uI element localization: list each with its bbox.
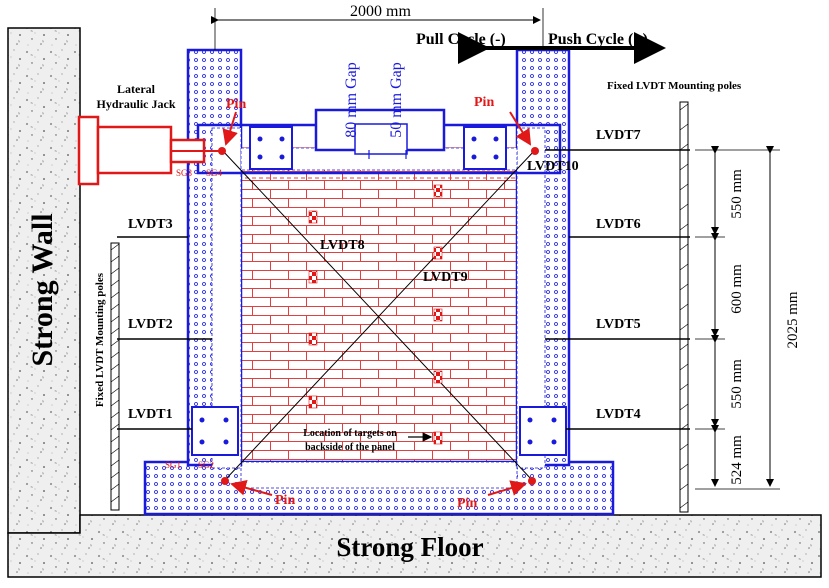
target-4 — [308, 395, 318, 409]
pin-pointer-top-left — [222, 111, 238, 146]
bottom-left-plate — [191, 406, 239, 456]
target-3 — [308, 332, 318, 346]
right-pole-hatch — [679, 103, 689, 509]
lvdt8-label: LVDT8 — [320, 238, 365, 253]
dim-550-bottom-label: 550 mm — [729, 359, 745, 409]
lvdt9-label: LVDT9 — [423, 270, 468, 285]
pull-cycle-label: Pull Cycle (-) — [416, 31, 506, 48]
target-6 — [433, 246, 443, 260]
dim-524-label: 524 mm — [729, 435, 745, 485]
fixed-poles-right-label: Fixed LVDT Mounting poles — [607, 80, 742, 92]
dim-550-top-label: 550 mm — [729, 169, 745, 219]
sg3-label: SG3 — [176, 168, 193, 178]
pin-label-top-left: Pin — [226, 97, 246, 112]
fixed-poles-left-label: Fixed LVDT Mounting poles — [94, 272, 106, 407]
gap-slot — [354, 123, 408, 155]
left-pole-hatch — [110, 243, 120, 503]
target-7 — [433, 308, 443, 322]
pin-top-left — [218, 147, 226, 155]
lvdt6-label: LVDT6 — [596, 217, 641, 232]
jack-label-line2: Hydraulic Jack — [96, 97, 175, 111]
lvdt4-label: LVDT4 — [596, 407, 641, 422]
lvdt5-label: LVDT5 — [596, 317, 641, 332]
strong-wall — [7, 27, 81, 534]
targets-label-line1: Location of targets on — [303, 428, 397, 439]
jack-label-line1: Lateral — [117, 82, 156, 96]
left-mounting-pole — [110, 242, 120, 511]
lvdt1-label: LVDT1 — [128, 407, 173, 422]
pin-label-top-right: Pin — [474, 95, 494, 110]
pin-pointer-top-right — [509, 111, 532, 146]
top-right-plate — [463, 126, 507, 170]
hydraulic-jack — [77, 115, 222, 186]
pin-top-right — [531, 147, 539, 155]
lvdt3-label: LVDT3 — [128, 217, 173, 232]
lvdt8-diagonal — [221, 149, 533, 481]
target-2 — [308, 270, 318, 284]
pin-label-bottom-left: Pin — [275, 493, 295, 508]
top-dimension-label: 2000 mm — [350, 3, 411, 20]
dim-total-label: 2025 mm — [785, 291, 801, 348]
foundation-top-zone — [240, 461, 518, 489]
lvdt10-label: LVDT10 — [527, 159, 579, 174]
target-9 — [433, 431, 443, 445]
dim-600-label: 600 mm — [729, 264, 745, 314]
strong-wall-label: Strong Wall — [26, 213, 59, 366]
sg2-label: SG2 — [198, 460, 214, 470]
pin-pointer-bottom-right — [487, 480, 527, 496]
sg1-label: SG1 — [165, 460, 181, 470]
lvdt7-label: LVDT7 — [596, 128, 641, 143]
lvdt9-diagonal — [224, 149, 536, 481]
target-8 — [433, 370, 443, 384]
top-left-plate — [249, 126, 293, 170]
pin-bottom-right — [528, 477, 536, 485]
bottom-right-plate — [519, 406, 567, 456]
targets-label-line2: backside of the panel — [305, 442, 395, 453]
sg4-label: SG4 — [206, 168, 223, 178]
strong-floor — [7, 514, 822, 578]
pin-pointer-bottom-left — [230, 479, 273, 496]
gap-50-label: 50 mm Gap — [388, 62, 405, 138]
pin-bottom-left — [221, 477, 229, 485]
target-5 — [433, 184, 443, 198]
target-1 — [308, 210, 318, 224]
strong-floor-label: Strong Floor — [336, 532, 483, 562]
lvdt2-label: LVDT2 — [128, 317, 173, 332]
gap-80-label: 80 mm Gap — [343, 62, 360, 138]
push-cycle-label: Push Cycle (+) — [548, 31, 648, 48]
pin-label-bottom-right: Pin — [457, 496, 477, 511]
